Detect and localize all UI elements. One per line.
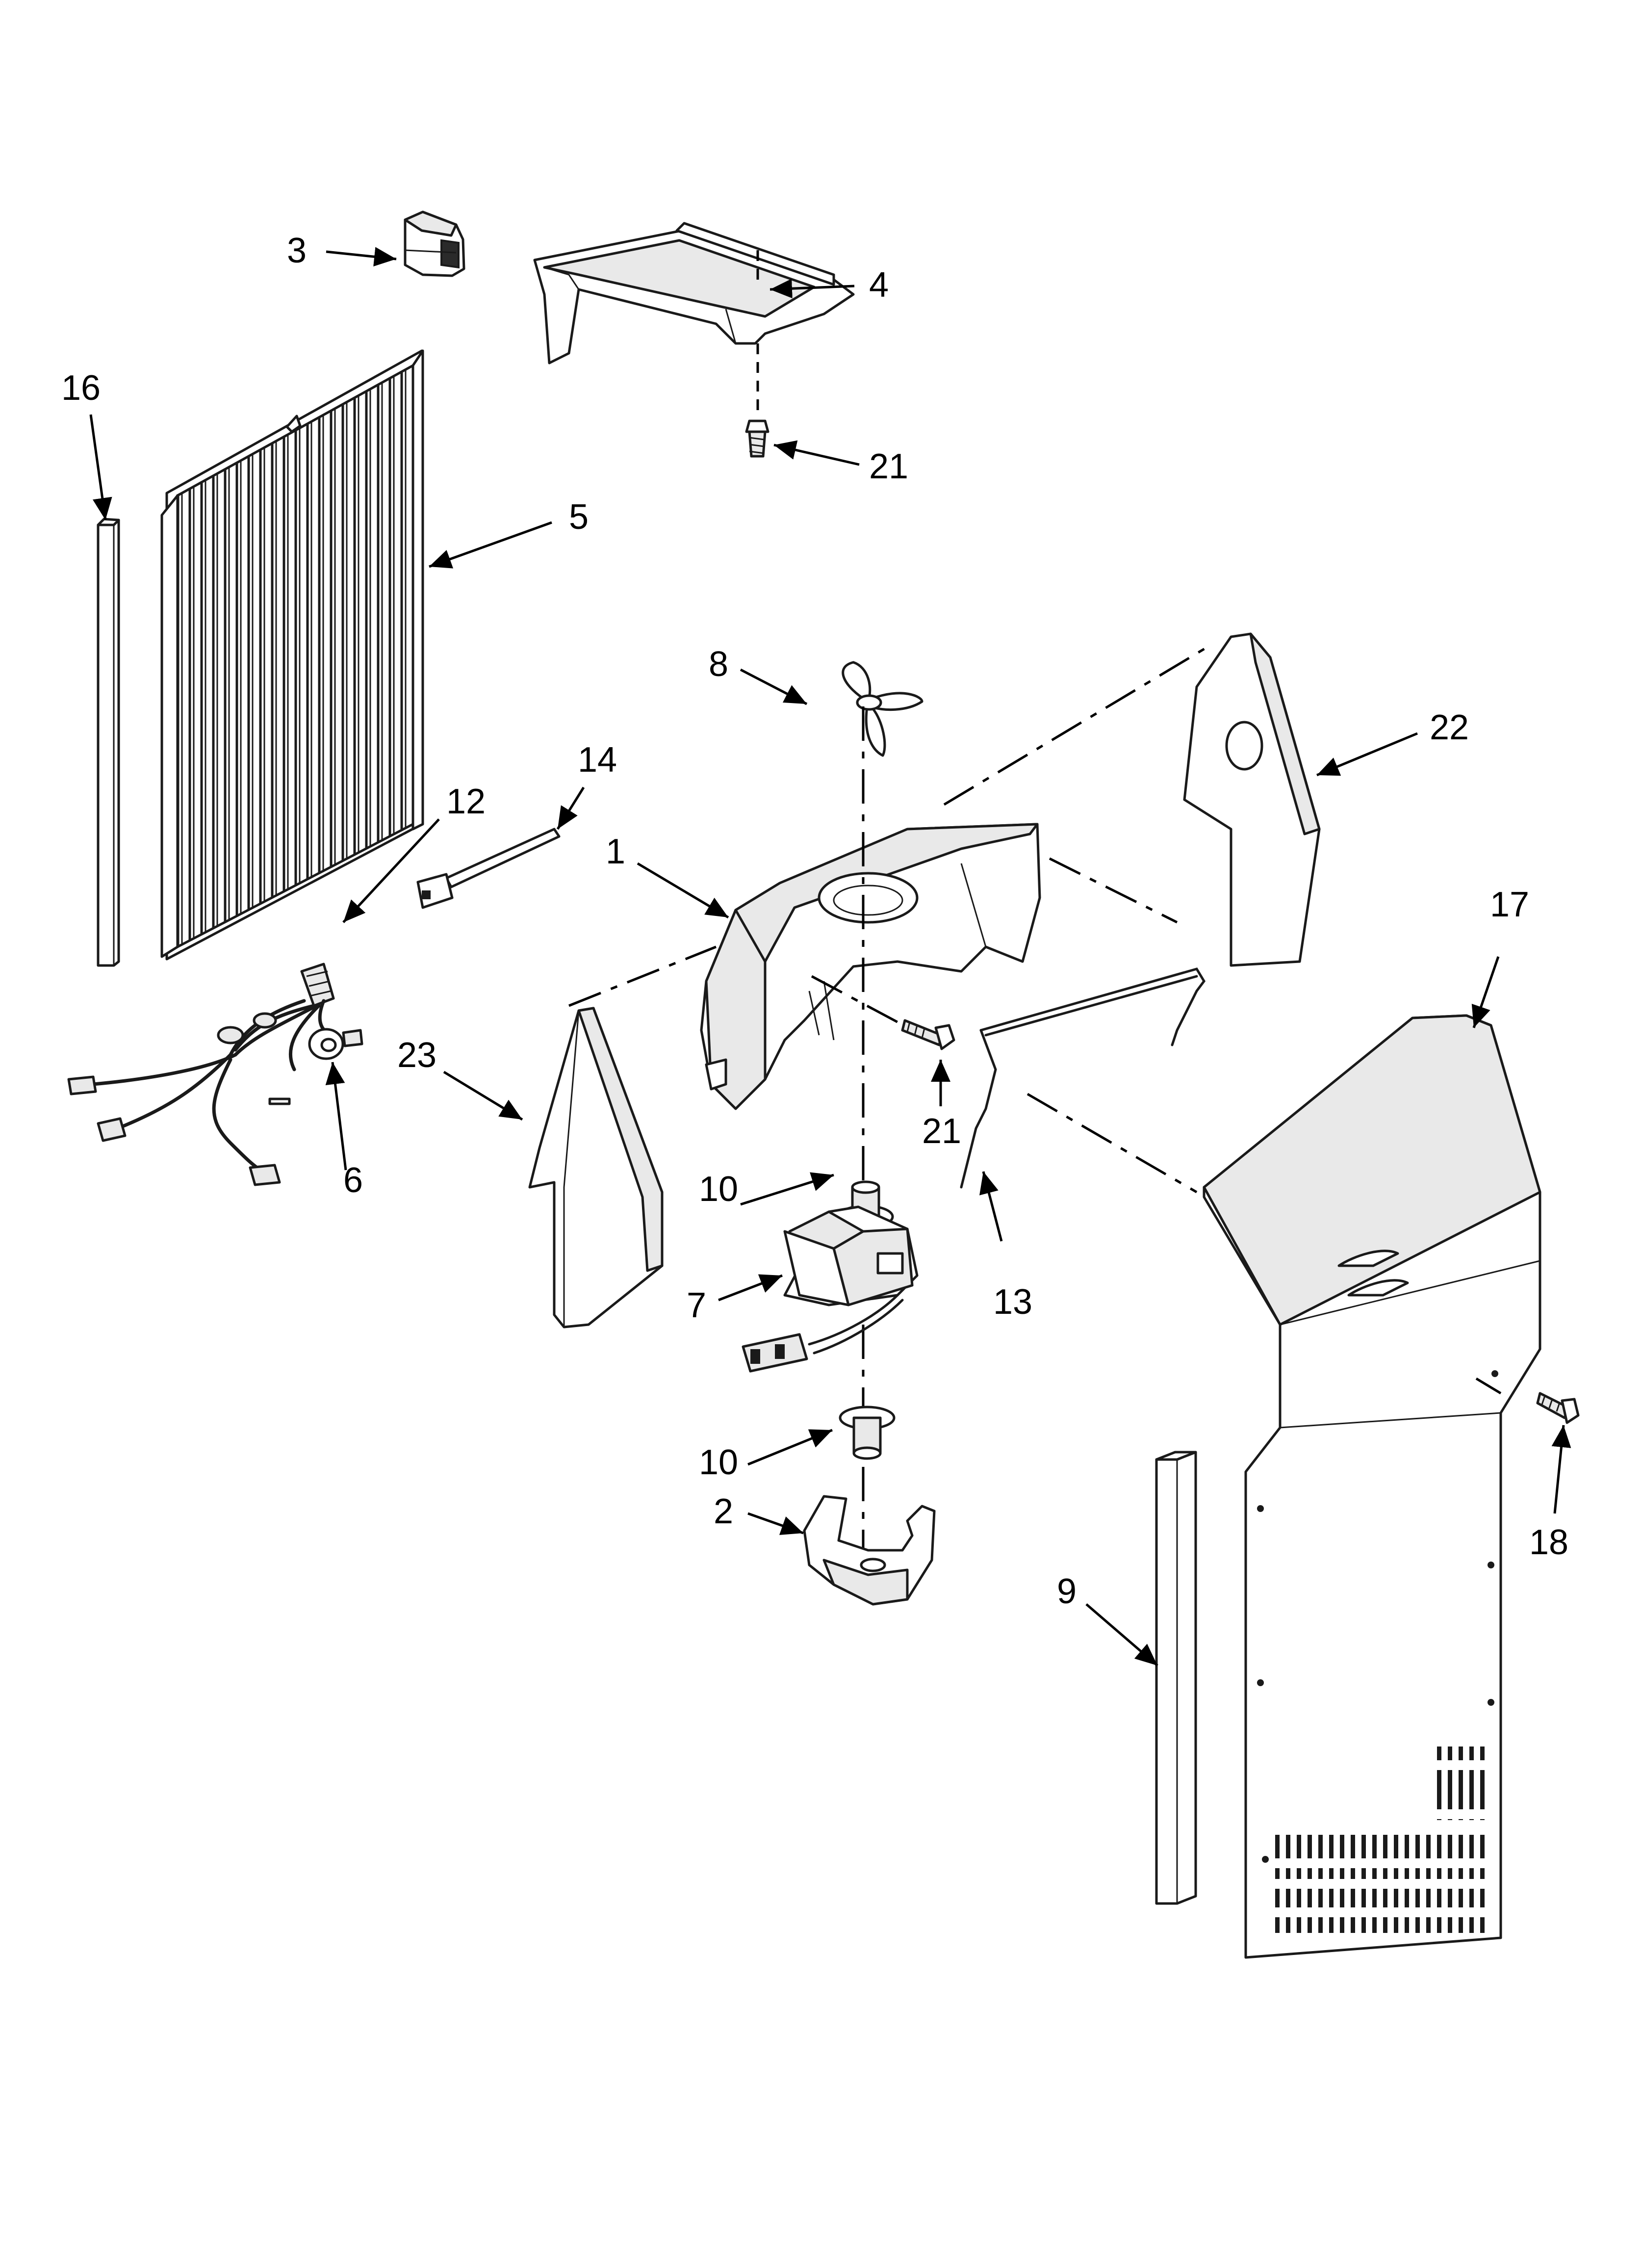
callout-16: 16: [61, 368, 101, 408]
fan-shroud-part: [700, 823, 1041, 1110]
callout-4: 4: [869, 265, 889, 305]
callout-5: 5: [569, 497, 589, 537]
callout-22: 22: [1430, 708, 1469, 747]
evaporator-coil-part: [160, 349, 424, 961]
wire-harness-part: [67, 963, 363, 1186]
wire-bracket-part: [960, 967, 1206, 1189]
callout-13: 13: [993, 1282, 1032, 1322]
callout-7: 7: [687, 1286, 706, 1325]
callout-18: 18: [1529, 1523, 1568, 1562]
filter-cover-part: [404, 210, 465, 277]
callout-8: 8: [709, 645, 728, 684]
callout-21-shroud: 21: [922, 1112, 961, 1151]
callout-10-lower: 10: [699, 1443, 738, 1482]
assembly-lines: [568, 250, 1502, 1560]
callout-3: 3: [287, 231, 307, 270]
callout-17: 17: [1490, 885, 1529, 924]
screw-shroud-part: [901, 1019, 955, 1050]
callout-12: 12: [446, 782, 486, 821]
side-baffle-right-part: [1183, 632, 1321, 967]
rear-panel-part: [1203, 1014, 1541, 1959]
lower-bushing-part: [839, 1406, 896, 1460]
gasket-strip-right-part: [1155, 1451, 1197, 1905]
air-duct-cover-part: [533, 222, 855, 365]
callout-21-top: 21: [869, 447, 908, 486]
callout-1: 1: [606, 832, 625, 871]
gasket-strip-left-part: [97, 518, 120, 967]
callout-6: 6: [343, 1161, 363, 1200]
motor-bracket-part: [803, 1495, 936, 1606]
screw-panel-part: [1536, 1392, 1580, 1424]
callout-14: 14: [578, 740, 617, 780]
side-baffle-left-part: [528, 1007, 664, 1329]
fan-blade-part: [842, 661, 924, 757]
fan-motor-part: [742, 1205, 919, 1373]
callout-9: 9: [1057, 1572, 1077, 1611]
screw-top-part: [745, 419, 770, 458]
callout-10-upper: 10: [699, 1170, 738, 1209]
callout-labels: 3 4 16 21 5 8 22 14 12 1 17 23 21 6 10 1…: [61, 231, 1568, 1611]
leader-lines: [89, 247, 1571, 1667]
grommet-part: [308, 1028, 344, 1060]
cable-tie-part: [416, 828, 561, 909]
callout-2: 2: [714, 1492, 733, 1531]
callout-23: 23: [397, 1036, 436, 1075]
